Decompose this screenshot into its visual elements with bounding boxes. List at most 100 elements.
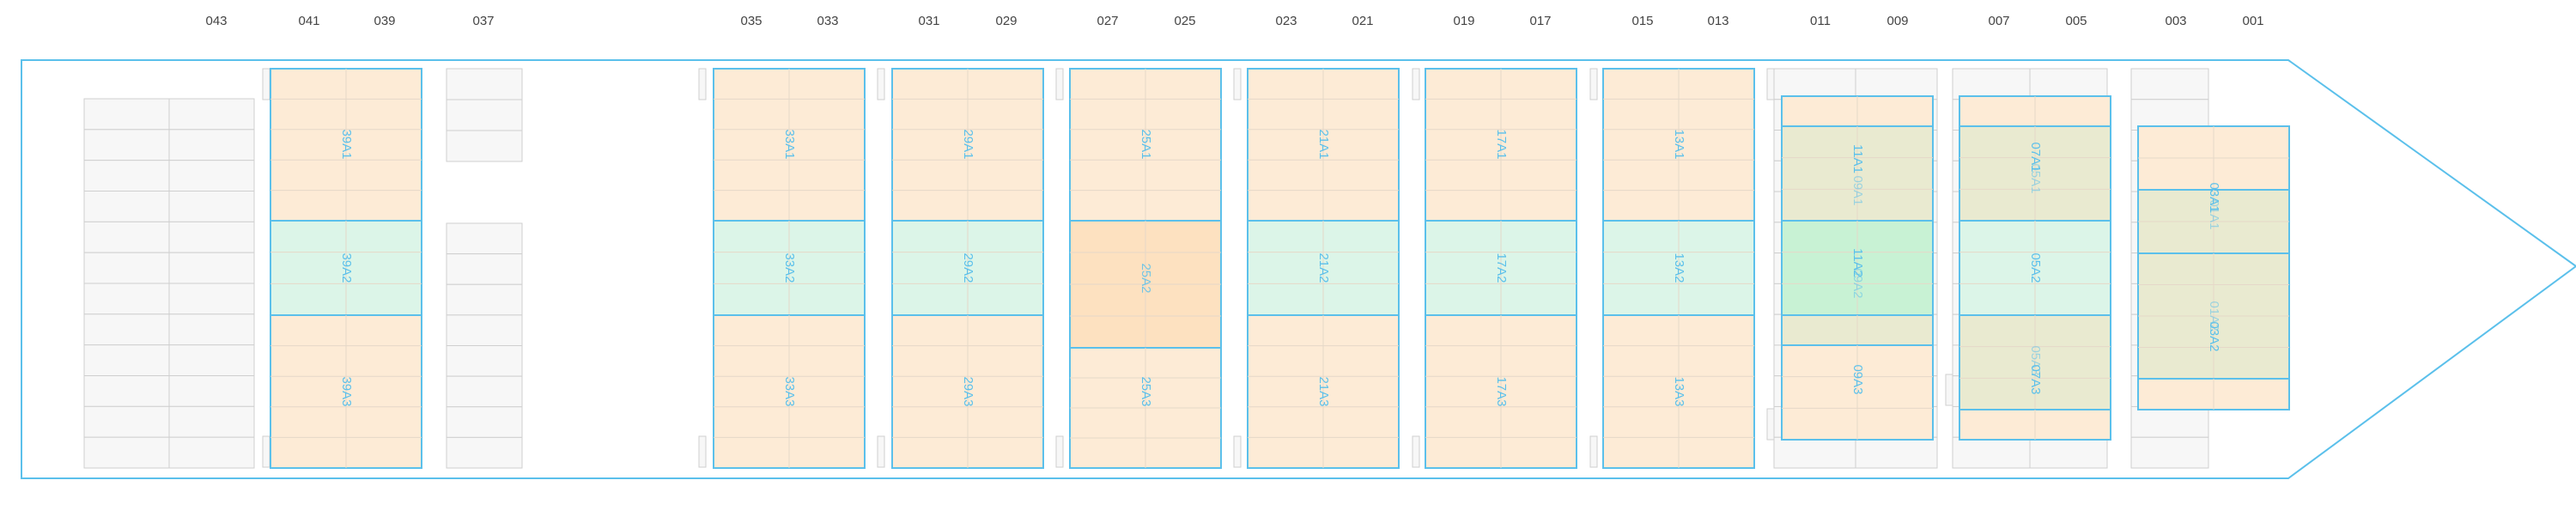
slot-block-29A2[interactable]: [891, 220, 1044, 316]
slot-block-25A3[interactable]: [1069, 347, 1222, 469]
slot-block-13A1[interactable]: [1602, 68, 1755, 222]
slot-label: 01A1: [2207, 199, 2221, 229]
slot-cell[interactable]: [168, 405, 255, 438]
slot-cell[interactable]: [1855, 68, 1938, 100]
slot-stub: [1412, 68, 1420, 100]
slot-cell[interactable]: [83, 160, 170, 192]
slot-cell[interactable]: [168, 221, 255, 253]
slot-label: 09A3: [1850, 364, 1865, 394]
slot-cell[interactable]: [1773, 68, 1856, 100]
slot-cell[interactable]: [168, 375, 255, 407]
slot-stub: [1589, 435, 1598, 468]
slot-block-39A3[interactable]: [270, 314, 422, 469]
slot-cell[interactable]: [2029, 68, 2108, 100]
slot-cell[interactable]: [83, 375, 170, 407]
slot-block-07A1-top[interactable]: [1959, 95, 2111, 127]
bay-number-label: 041: [298, 14, 319, 28]
slot-stub: [698, 68, 707, 100]
slot-cell[interactable]: [446, 283, 523, 316]
slot-block-21A3[interactable]: [1247, 314, 1400, 469]
bay-number-label: 043: [205, 14, 227, 28]
slot-cell[interactable]: [446, 99, 523, 131]
slot-cell[interactable]: [2029, 436, 2108, 469]
bay-number-label: 005: [2065, 14, 2087, 28]
slot-cell[interactable]: [168, 160, 255, 192]
slot-block-03A2-base[interactable]: [2137, 378, 2290, 410]
slot-block-33A3[interactable]: [713, 314, 866, 469]
slot-block-09A3[interactable]: [1781, 344, 1934, 441]
slot-cell[interactable]: [168, 252, 255, 284]
slot-block-05A3[interactable]: [1959, 314, 2111, 410]
slot-cell[interactable]: [83, 129, 170, 161]
slot-block-01A2[interactable]: [2137, 252, 2290, 380]
slot-cell[interactable]: [83, 98, 170, 131]
slot-label: 11A2: [1850, 248, 1865, 277]
slot-cell[interactable]: [2130, 68, 2209, 100]
slot-block-17A3[interactable]: [1425, 314, 1577, 469]
slot-block-11A1-top[interactable]: [1781, 95, 1934, 127]
slot-cell[interactable]: [2130, 436, 2209, 469]
slot-cell[interactable]: [446, 130, 523, 162]
slot-cell[interactable]: [168, 283, 255, 315]
slot-cell[interactable]: [168, 436, 255, 469]
slot-block-11A2[interactable]: [1781, 220, 1934, 316]
bay-number-label: 001: [2242, 14, 2263, 28]
slot-block-03A1-top[interactable]: [2137, 125, 2290, 191]
slot-cell[interactable]: [83, 344, 170, 376]
slot-block-39A2[interactable]: [270, 220, 422, 316]
slot-label: 07A1: [2028, 142, 2043, 172]
slot-block-21A1[interactable]: [1247, 68, 1400, 222]
slot-block-21A2[interactable]: [1247, 220, 1400, 316]
slot-block-07A1[interactable]: [1959, 125, 2111, 222]
slot-block-05A2[interactable]: [1959, 220, 2111, 316]
slot-cell[interactable]: [1773, 436, 1856, 469]
slot-cell[interactable]: [446, 222, 523, 255]
slot-cell[interactable]: [1855, 436, 1938, 469]
slot-block-33A2[interactable]: [713, 220, 866, 316]
slot-cell[interactable]: [83, 313, 170, 346]
slot-cell[interactable]: [446, 406, 523, 438]
slot-cell[interactable]: [446, 68, 523, 100]
slot-block-13A3[interactable]: [1602, 314, 1755, 469]
slot-cell[interactable]: [2130, 405, 2209, 438]
slot-cell[interactable]: [446, 253, 523, 285]
slot-block-17A1[interactable]: [1425, 68, 1577, 222]
slot-cell[interactable]: [83, 283, 170, 315]
slot-cell[interactable]: [83, 221, 170, 253]
slot-cell[interactable]: [446, 345, 523, 377]
slot-block-25A1[interactable]: [1069, 68, 1222, 222]
slot-block-07A3-base[interactable]: [1959, 409, 2111, 441]
slot-cell[interactable]: [168, 344, 255, 376]
slot-cell[interactable]: [168, 98, 255, 131]
slot-label: 05A3: [2028, 345, 2043, 375]
slot-block-09A2-base[interactable]: [1781, 314, 1934, 346]
slot-cell[interactable]: [83, 436, 170, 469]
slot-label: 21A1: [1316, 129, 1331, 159]
slot-cell[interactable]: [446, 314, 523, 346]
slot-cell[interactable]: [83, 252, 170, 284]
slot-block-29A1[interactable]: [891, 68, 1044, 222]
bay-number-label: 025: [1174, 14, 1195, 28]
slot-block-29A3[interactable]: [891, 314, 1044, 469]
slot-stub: [698, 435, 707, 468]
slot-cell[interactable]: [446, 436, 523, 469]
slot-cell[interactable]: [1952, 68, 2031, 100]
slot-cell[interactable]: [168, 129, 255, 161]
slot-block-11A1[interactable]: [1781, 125, 1934, 222]
slot-block-13A2[interactable]: [1602, 220, 1755, 316]
slot-block-33A1[interactable]: [713, 68, 866, 222]
slot-cell[interactable]: [2130, 99, 2209, 131]
slot-cell[interactable]: [1952, 436, 2031, 469]
slot-label: 29A2: [961, 252, 975, 283]
slot-cell[interactable]: [83, 191, 170, 222]
slot-cell[interactable]: [168, 313, 255, 346]
slot-cell[interactable]: [168, 191, 255, 222]
bay-number-label: 007: [1988, 14, 2009, 28]
slot-block-25A2[interactable]: [1069, 220, 1222, 349]
slot-cell[interactable]: [83, 405, 170, 438]
slot-block-39A1[interactable]: [270, 68, 422, 222]
slot-label: 11A1: [1850, 144, 1865, 173]
bay-number-label: 021: [1352, 14, 1373, 28]
slot-cell[interactable]: [446, 375, 523, 408]
